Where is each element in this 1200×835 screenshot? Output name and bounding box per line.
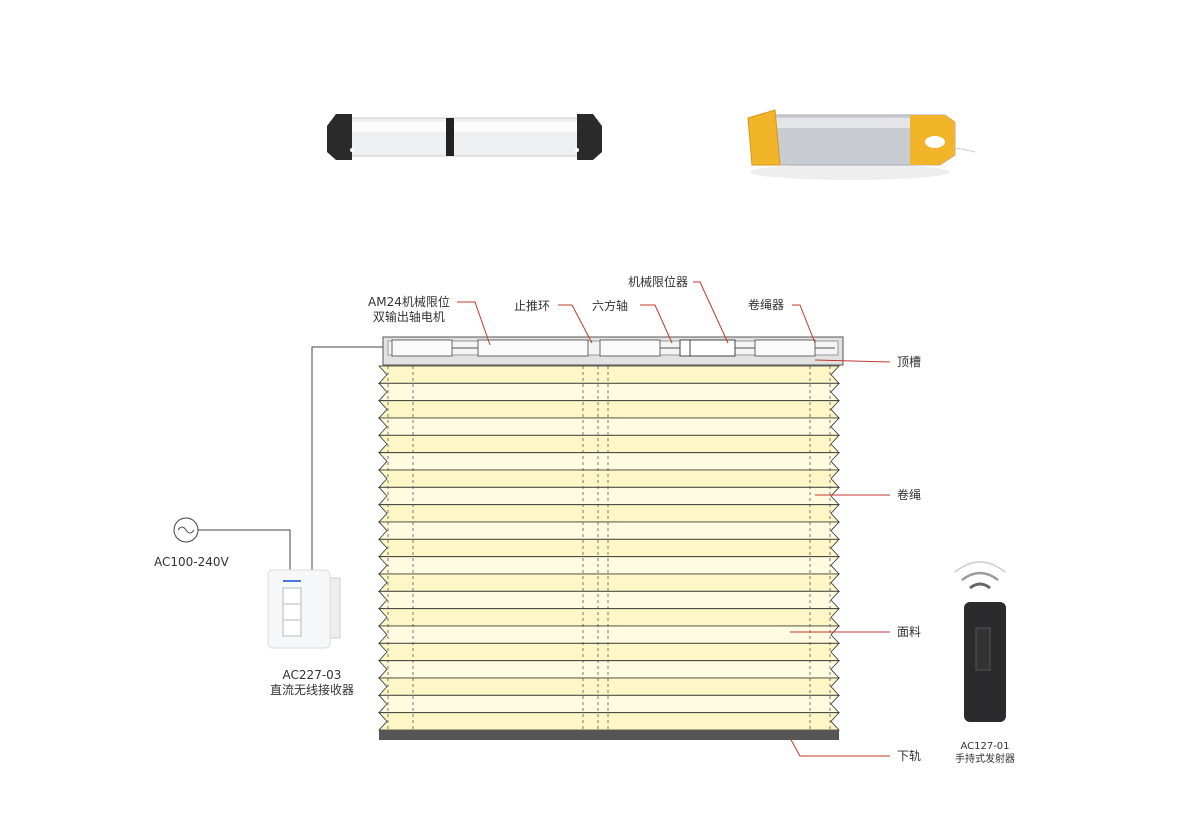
label-hex-shaft: 六方轴 (592, 299, 629, 313)
leader-lines (457, 281, 891, 757)
power-wire (198, 529, 291, 570)
fabric-pleat (378, 660, 840, 679)
fabric-pleat (378, 486, 840, 506)
fabric-pleat (378, 504, 840, 523)
fabric-pleat (378, 694, 840, 714)
label-motor: AM24机械限位双输出轴电机 (368, 295, 450, 325)
fabric-pleat (378, 573, 840, 592)
fabric-pleat (378, 469, 840, 488)
motor-label-line1: AM24机械限位 (368, 295, 450, 309)
fabric-pleat (378, 538, 840, 558)
remote-model: AC127-01 (960, 741, 1010, 752)
fabric-pleat (378, 642, 840, 662)
label-cord-winder: 卷绳器 (748, 298, 785, 312)
receiver-name: 直流无线接收器 (269, 683, 354, 697)
label-limiter: 机械限位器 (628, 275, 689, 289)
label-cord: 卷绳 (897, 488, 922, 502)
fabric-pleat (378, 521, 840, 540)
remote-control-image (954, 561, 1006, 722)
tubular-motor-image (327, 114, 602, 160)
label-power: AC100-240V (154, 555, 229, 569)
remote-name: 手持式发射器 (955, 754, 1015, 765)
fabric-pleat (378, 625, 840, 644)
fabric-pleat (378, 452, 840, 471)
fabric-pleats (378, 365, 840, 731)
motor-label-line2: 双输出轴电机 (372, 310, 445, 324)
fabric-pleat (378, 417, 840, 436)
fabric-pleat (378, 434, 840, 454)
receiver-model: AC227-03 (282, 668, 342, 682)
bottom-rail (379, 730, 839, 740)
roller-motor-image (747, 109, 976, 180)
label-remote: AC127-01 手持式发射器 (945, 740, 1025, 766)
label-bottom-rail: 下轨 (897, 749, 922, 763)
fabric-pleat (378, 712, 840, 731)
motor-wire (311, 346, 395, 570)
label-thrust-ring: 止推环 (514, 299, 551, 313)
receiver-switch-image (267, 569, 341, 649)
fabric-pleat (378, 400, 840, 419)
label-fabric: 面料 (897, 625, 922, 639)
fabric-pleat (378, 608, 840, 627)
fabric-pleat (378, 365, 840, 384)
fabric-pleat (378, 556, 840, 575)
label-top-rail: 顶槽 (897, 355, 922, 369)
fabric-pleat (378, 590, 840, 610)
fabric-pleat (378, 382, 840, 402)
top-rail (382, 336, 844, 366)
fabric-pleat (378, 677, 840, 696)
